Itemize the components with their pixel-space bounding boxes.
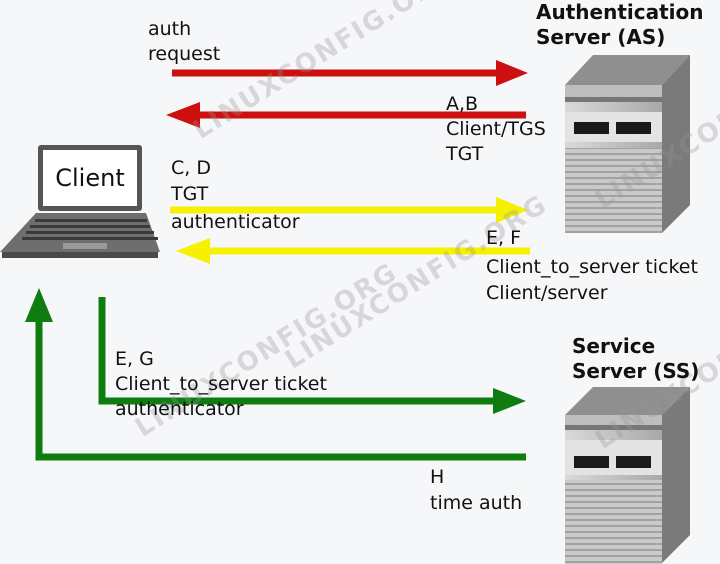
msg-cd-line1: C, D <box>171 157 211 179</box>
service-server-icon <box>565 387 690 564</box>
msg-h-line1: H <box>430 466 445 488</box>
msg-ef-line1: E, F <box>486 227 522 249</box>
arrow-ab-reply <box>166 102 526 128</box>
msg-ab-line3: TGT <box>446 143 484 165</box>
ss-title-line1: Service <box>572 334 656 358</box>
msg-auth-request-line1: auth <box>148 18 192 40</box>
msg-ef-line3: Client/server <box>486 282 608 304</box>
arrow-eg-request <box>98 297 526 414</box>
as-title-line1: Authentication <box>536 0 704 24</box>
msg-eg-line3: authenticator <box>115 398 244 420</box>
msg-cd-line2: TGT <box>171 183 209 205</box>
client-laptop-icon <box>0 145 160 258</box>
ss-title-line2: Server (SS) <box>572 359 700 383</box>
as-title-line2: Server (AS) <box>536 25 666 49</box>
msg-cd-line3: authenticator <box>171 211 300 233</box>
client-label: Client <box>55 164 125 192</box>
msg-ab-line1: A,B <box>446 93 479 115</box>
arrow-h-reply <box>25 288 526 461</box>
msg-ab-line2: Client/TGS <box>446 118 546 140</box>
msg-eg-line2: Client_to_server ticket <box>115 373 327 395</box>
msg-auth-request-line2: request <box>148 43 221 65</box>
msg-h-line2: time auth <box>430 492 523 514</box>
arrow-cd-request <box>170 197 528 223</box>
arrow-auth-request <box>172 60 528 86</box>
msg-ef-line2: Client_to_server ticket <box>486 256 698 278</box>
arrow-ef-reply <box>176 238 530 264</box>
authentication-server-icon <box>565 55 690 233</box>
msg-eg-line1: E, G <box>115 348 154 370</box>
